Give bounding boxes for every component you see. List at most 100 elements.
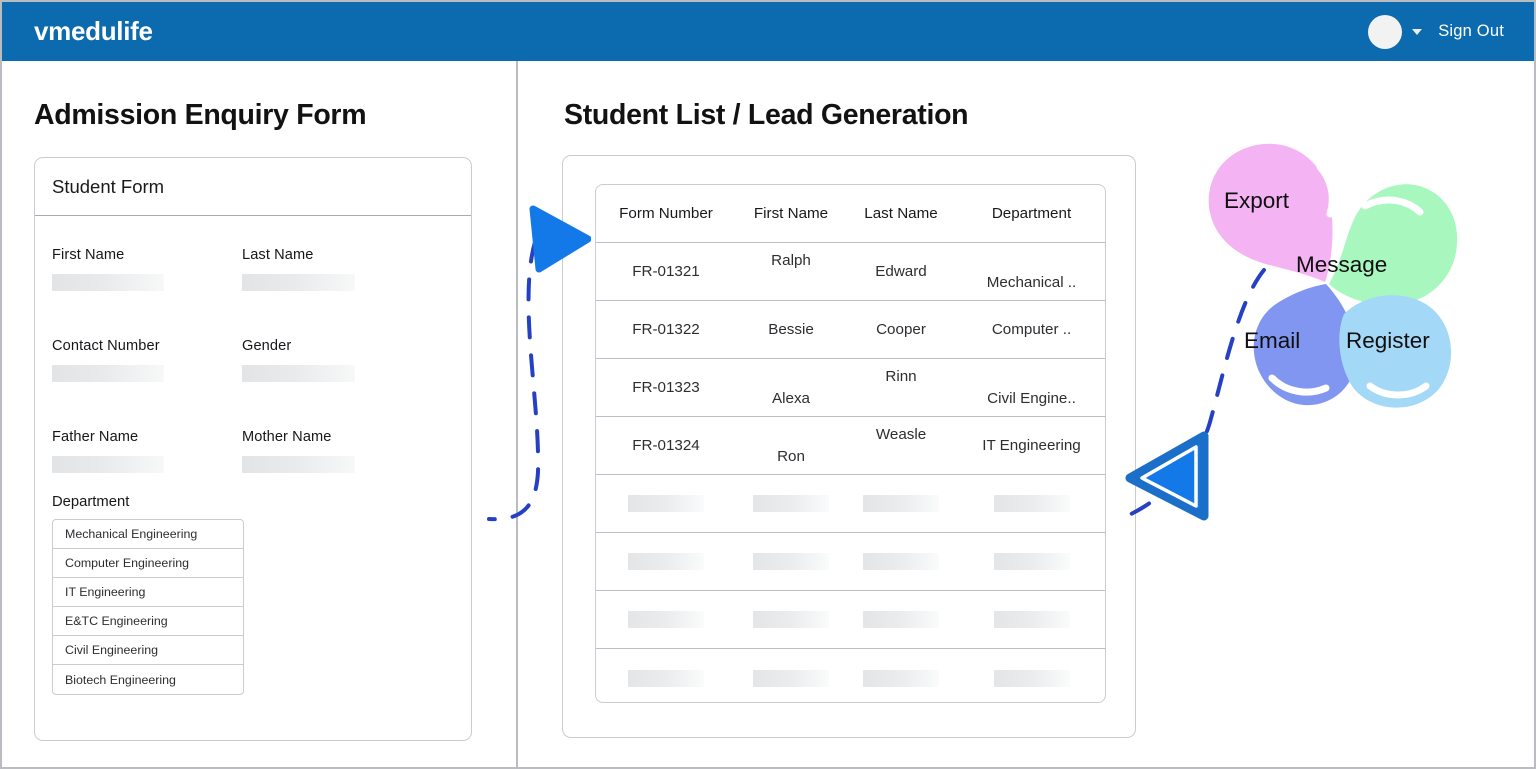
cell-department: IT Engineering [982, 437, 1081, 454]
cell-placeholder [736, 591, 846, 648]
table-row[interactable]: FR-01321 Ralph Edward Mechanical .. [596, 243, 1105, 301]
field-last-name: Last Name [242, 247, 432, 291]
table-row[interactable]: FR-01324 Ron Weasle IT Engineering [596, 417, 1105, 475]
student-form-body: First Name Last Name Contact Number [35, 216, 471, 695]
department-option[interactable]: Computer Engineering [53, 549, 243, 578]
mother-name-input[interactable] [242, 456, 355, 473]
department-option-list[interactable]: Mechanical Engineering Computer Engineer… [52, 519, 244, 695]
cell-first-name: Alexa [772, 390, 810, 407]
blob-export[interactable] [1208, 143, 1336, 282]
gender-input[interactable] [242, 365, 355, 382]
blob-label-register[interactable]: Register [1346, 328, 1430, 353]
table-header-row: Form Number First Name Last Name Departm… [596, 185, 1105, 243]
cell-last-name: Cooper [876, 321, 926, 338]
cell-last-name: Edward [875, 263, 927, 280]
cell-placeholder [956, 649, 1105, 702]
page-title-admission: Admission Enquiry Form [34, 99, 367, 131]
field-label: First Name [52, 247, 125, 263]
cell-first-name: Ralph [771, 252, 811, 269]
field-label: Gender [242, 338, 292, 354]
blob-email[interactable] [1253, 284, 1357, 406]
cell-form-number: FR-01321 [632, 263, 700, 280]
department-option[interactable]: IT Engineering [53, 578, 243, 607]
blob-register[interactable] [1339, 295, 1452, 408]
right-panel: Student List / Lead Generation Form Numb… [516, 61, 1534, 767]
blob-label-email[interactable]: Email [1244, 328, 1301, 353]
left-panel: Admission Enquiry Form Student Form Firs… [2, 61, 516, 767]
cell-placeholder [596, 649, 736, 702]
cell-form-number: FR-01324 [632, 437, 700, 454]
field-label: Father Name [52, 429, 139, 445]
cell-placeholder [956, 475, 1105, 532]
student-form-card-title: Student Form [35, 158, 471, 216]
cell-department: Civil Engine.. [987, 390, 1076, 407]
blob-label-message[interactable]: Message [1296, 252, 1388, 277]
cell-placeholder [596, 475, 736, 532]
first-name-input[interactable] [52, 274, 164, 291]
brand-logo[interactable]: vmedulife [34, 16, 153, 46]
cell-placeholder [846, 475, 956, 532]
column-header-first-name: First Name [753, 205, 829, 222]
cell-last-name: Rinn [885, 368, 917, 385]
cell-placeholder [596, 533, 736, 590]
department-option[interactable]: E&TC Engineering [53, 607, 243, 636]
table-row[interactable] [596, 475, 1105, 533]
department-block: Department Mechanical Engineering Comput… [52, 494, 244, 695]
field-label: Contact Number [52, 338, 160, 354]
department-option[interactable]: Civil Engineering [53, 636, 243, 665]
department-option[interactable]: Biotech Engineering [65, 672, 176, 687]
blob-label-export[interactable]: Export [1224, 188, 1290, 213]
column-header-form-number: Form Number [619, 205, 713, 222]
user-avatar-icon[interactable] [1368, 14, 1403, 49]
table-row[interactable] [596, 591, 1105, 649]
arrow-right-triangle-icon [529, 205, 591, 273]
app-header: vmedulife Sign Out [2, 2, 1534, 61]
cell-form-number: FR-01323 [632, 379, 700, 396]
student-form-card: Student Form First Name Last Name Contac [34, 157, 472, 741]
header-right-group: Sign Out [1368, 14, 1504, 49]
cell-last-name: Weasle [875, 426, 927, 443]
table-row[interactable]: FR-01323 Alexa Rinn Civil Engine.. [596, 359, 1105, 417]
cell-placeholder [846, 533, 956, 590]
field-label: Mother Name [242, 429, 332, 445]
table-row[interactable]: FR-01322 Bessie Cooper Computer .. [596, 301, 1105, 359]
sign-out-button[interactable]: Sign Out [1438, 22, 1504, 40]
cell-placeholder [596, 591, 736, 648]
column-header-department: Department [991, 205, 1072, 222]
cell-placeholder [736, 475, 846, 532]
field-gender: Gender [242, 338, 432, 382]
chevron-down-icon[interactable] [1412, 28, 1423, 35]
field-father-name: Father Name [52, 429, 242, 473]
action-blobs-svg [1208, 143, 1458, 408]
action-blob-group: Export Message Email Register [1198, 142, 1466, 417]
last-name-input[interactable] [242, 274, 355, 291]
cell-placeholder [956, 591, 1105, 648]
contact-number-input[interactable] [52, 365, 164, 382]
table-row[interactable] [596, 533, 1105, 591]
student-list-card: Form Number First Name Last Name Departm… [562, 155, 1136, 738]
field-label: Last Name [242, 247, 314, 263]
student-table: Form Number First Name Last Name Departm… [595, 184, 1106, 703]
column-header-last-name: Last Name [864, 205, 938, 222]
cell-placeholder [956, 533, 1105, 590]
arrow-left-triangle-icon [1125, 431, 1209, 521]
father-name-input[interactable] [52, 456, 164, 473]
cell-form-number: FR-01322 [632, 321, 700, 338]
cell-placeholder [846, 649, 956, 702]
table-row[interactable] [596, 649, 1105, 702]
cell-first-name: Ron [777, 448, 805, 465]
cell-placeholder [846, 591, 956, 648]
cell-placeholder [736, 533, 846, 590]
field-first-name: First Name [52, 247, 242, 291]
department-option[interactable]: Mechanical Engineering [53, 520, 243, 549]
field-mother-name: Mother Name [242, 429, 432, 473]
cell-placeholder [736, 649, 846, 702]
cell-department: Mechanical .. [986, 274, 1077, 291]
blob-message[interactable] [1329, 184, 1458, 306]
cell-first-name: Bessie [768, 321, 814, 338]
cell-department: Computer .. [991, 321, 1072, 338]
field-contact-number: Contact Number [52, 338, 242, 382]
department-label: Department [52, 494, 130, 510]
page-title-student-list: Student List / Lead Generation [564, 99, 969, 131]
